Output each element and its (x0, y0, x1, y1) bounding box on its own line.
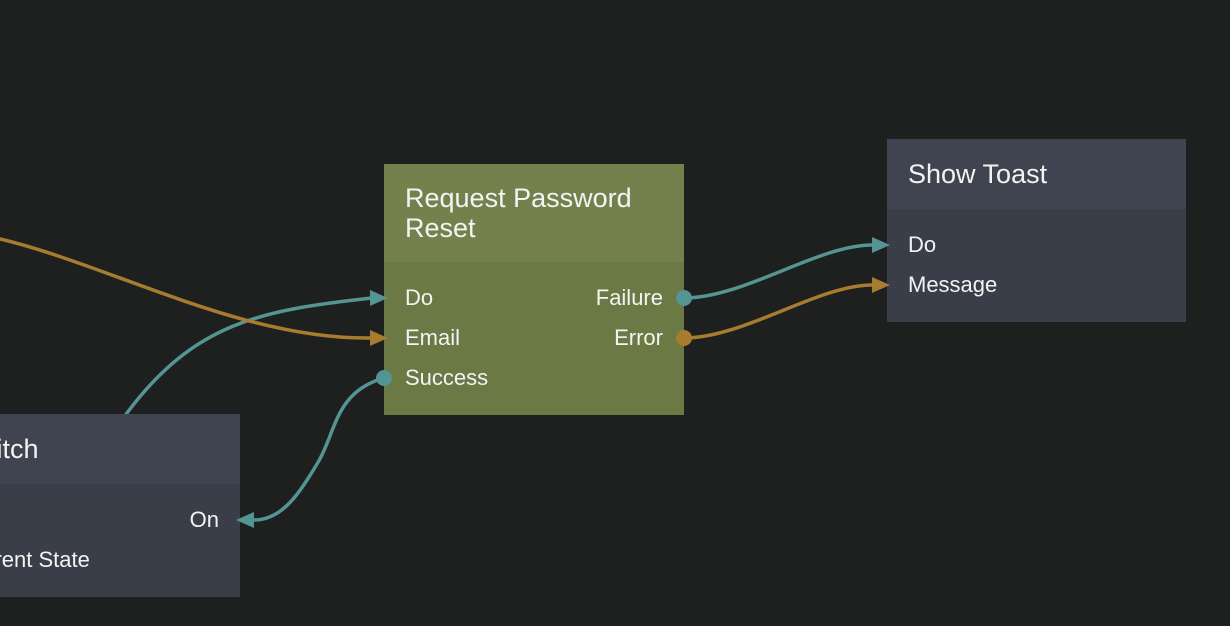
port-request-do[interactable]: Do (405, 285, 434, 310)
port-request-email[interactable]: Email (405, 325, 461, 350)
node-show-toast-header[interactable]: Show Toast (887, 139, 1186, 209)
node-switch-title: Switch (0, 434, 39, 464)
port-request-success[interactable]: Success (405, 365, 489, 390)
port-switch-on[interactable]: On (189, 507, 219, 532)
node-show-toast-body: Do Message (887, 209, 1186, 322)
node-switch-header[interactable]: Switch (0, 414, 240, 484)
node-request-password-reset-title: Request Password Reset (405, 183, 632, 243)
wire-failure-to-toast-do[interactable] (682, 243, 874, 300)
wire-error-to-toast-message[interactable] (682, 283, 874, 340)
node-request-password-reset[interactable]: Request Password Reset Do Failure Email … (384, 164, 684, 415)
node-switch[interactable]: Switch On Current State (0, 414, 240, 597)
node-show-toast[interactable]: Show Toast Do Message (887, 139, 1186, 322)
wire-to-request-email[interactable] (0, 237, 373, 340)
wire-success-to-switch-on[interactable] (252, 376, 386, 522)
spacer (0, 500, 190, 540)
port-toast-message[interactable]: Message (908, 272, 998, 297)
node-request-password-reset-header[interactable]: Request Password Reset (384, 164, 684, 262)
node-show-toast-title: Show Toast (908, 159, 1048, 189)
node-switch-body: On Current State (0, 484, 240, 597)
port-switch-current-state[interactable]: Current State (0, 547, 90, 572)
port-toast-do[interactable]: Do (908, 232, 937, 257)
port-request-failure[interactable]: Failure (595, 285, 663, 310)
node-request-password-reset-body: Do Failure Email Error Success (384, 262, 684, 415)
port-request-error[interactable]: Error (614, 325, 663, 350)
